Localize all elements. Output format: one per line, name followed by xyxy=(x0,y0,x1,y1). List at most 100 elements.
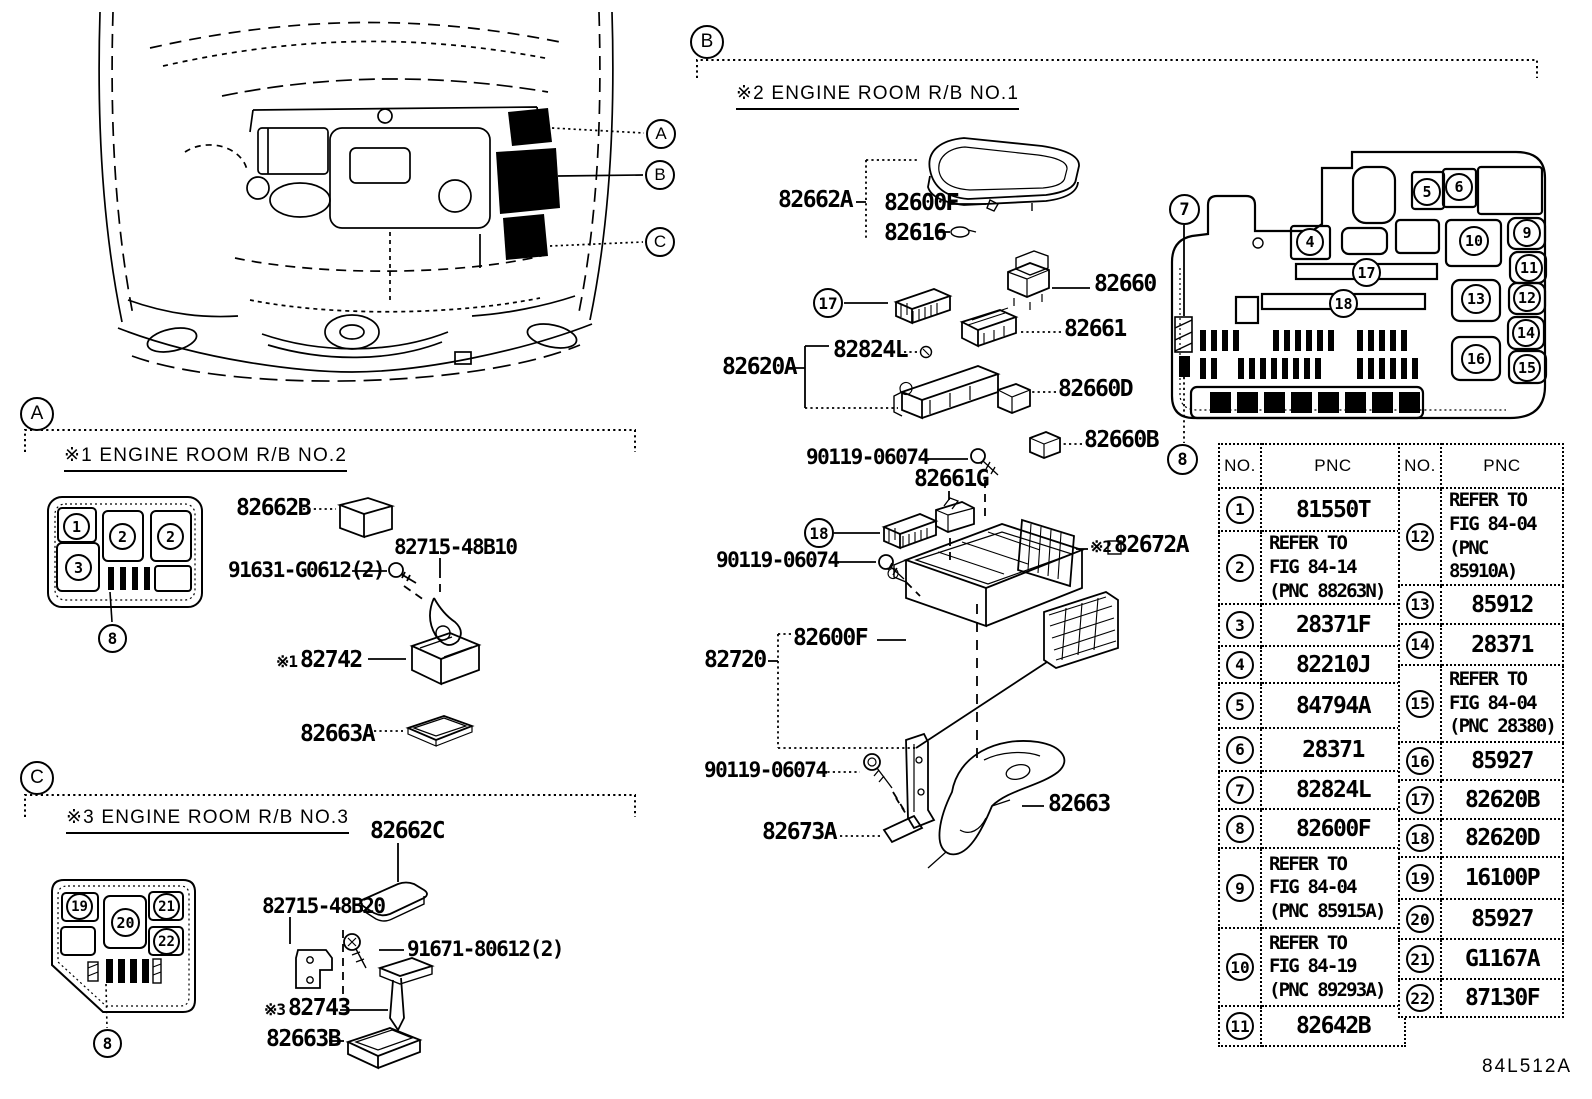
part-label-82672a: ※2 82672A xyxy=(1090,532,1190,558)
table-row: 14 28371 xyxy=(1398,623,1564,666)
row-pnc: 87130F xyxy=(1440,978,1564,1018)
row-no-circle: 9 xyxy=(1226,874,1254,903)
fusebox-circle-11: 11 xyxy=(1515,254,1543,282)
row-pnc: REFER TO FIG 84-04 (PNC 28380) xyxy=(1440,664,1564,743)
drawing-code: 84L512A xyxy=(1482,1056,1573,1077)
overview-callout-c: C xyxy=(645,227,675,257)
part-prefix-2: ※2 xyxy=(1090,537,1112,556)
table-row: 13 85912 xyxy=(1398,584,1564,625)
fusebox-circle-14: 14 xyxy=(1512,319,1540,347)
section-b-callout: B xyxy=(690,25,724,59)
row-pnc: 82642B xyxy=(1260,1005,1406,1048)
table-row: 20 85927 xyxy=(1398,898,1564,940)
panel-c-slot-22: 22 xyxy=(153,928,180,955)
row-pnc: 84794A xyxy=(1260,682,1406,730)
part-label-82662b: 82662B xyxy=(236,495,312,521)
row-no-circle: 2 xyxy=(1226,553,1254,582)
part-label-82661: 82661 xyxy=(1064,316,1127,342)
callout-circle-8: 8 xyxy=(1167,444,1198,475)
fusebox-circle-10: 10 xyxy=(1459,226,1489,256)
table-header-pnc-left: PNC xyxy=(1260,443,1406,489)
panel-c-leader-8: 8 xyxy=(93,1029,122,1058)
table-row: 10 REFER TO FIG 84-19 (PNC 89293A) xyxy=(1218,927,1406,1008)
overview-callout-a: A xyxy=(646,119,676,149)
part-label-82660b: 82660B xyxy=(1084,427,1160,453)
part-label-82720: 82720 xyxy=(704,647,767,673)
table-row: 11 82642B xyxy=(1218,1005,1406,1048)
fusebox-circle-15: 15 xyxy=(1513,354,1541,382)
row-pnc: 82620D xyxy=(1440,818,1564,858)
part-label-82600f: 82600F xyxy=(884,190,960,216)
part-label-82742: ※1 82742 xyxy=(276,649,363,672)
row-no-circle: 6 xyxy=(1226,735,1254,764)
table-row: 4 82210J xyxy=(1218,645,1406,685)
table-row: 8 82600F xyxy=(1218,808,1406,850)
table-row: 17 82620B xyxy=(1398,779,1564,820)
section-brackets xyxy=(24,59,1538,817)
part-label-90119-06074-3: 90119-06074 xyxy=(704,758,828,782)
section-c-parts-art xyxy=(289,843,435,1070)
panel-c-slot-20: 20 xyxy=(111,908,140,937)
row-no-circle: 13 xyxy=(1406,590,1434,619)
row-no-circle: 1 xyxy=(1226,495,1254,524)
callout-circle-7: 7 xyxy=(1169,194,1200,225)
panel-c-slot-21: 21 xyxy=(153,893,180,920)
part-label-91631-g0612: 91631-G0612(2) xyxy=(228,558,386,582)
table-row: 15 REFER TO FIG 84-04 (PNC 28380) xyxy=(1398,664,1564,743)
table-row: 7 82824L xyxy=(1218,770,1406,811)
part-label-82715-48b10: 82715-48B10 xyxy=(394,535,518,559)
row-no-circle: 20 xyxy=(1406,905,1434,933)
part-number-82672a: 82672A xyxy=(1114,532,1190,558)
pnc-table-right: NO. PNC 12 REFER TO FIG 84-04 (PNC 85910… xyxy=(1398,443,1564,1018)
row-pnc: REFER TO FIG 84-14 (PNC 88263N) xyxy=(1260,529,1406,606)
row-no-circle: 5 xyxy=(1226,691,1254,720)
part-label-82616: 82616 xyxy=(884,220,947,246)
panel-c-slot-19: 19 xyxy=(66,893,93,920)
row-no-circle: 10 xyxy=(1226,953,1254,982)
table-header-no-left: NO. xyxy=(1218,443,1262,489)
row-pnc: REFER TO FIG 84-04 (PNC 85910A) xyxy=(1440,487,1564,586)
overview-callout-b: B xyxy=(645,160,675,190)
relay-box-highlights xyxy=(496,108,560,260)
row-pnc: 85912 xyxy=(1440,584,1564,625)
row-pnc: 28371 xyxy=(1440,623,1564,666)
fusebox-circle-4: 4 xyxy=(1296,228,1324,256)
part-label-82743: ※3 82743 xyxy=(264,995,351,1021)
panel-a-art xyxy=(47,496,203,623)
part-label-82824l: 82824L xyxy=(833,337,909,363)
part-label-82673a: 82673A xyxy=(762,819,838,845)
part-label-90119-06074-1: 90119-06074 xyxy=(806,445,930,469)
panel-c-art xyxy=(51,879,196,1029)
part-label-82662a: 82662A xyxy=(778,187,854,213)
panel-a-leader-8: 8 xyxy=(98,624,127,653)
section-a-callout: A xyxy=(20,397,54,431)
row-no-circle: 17 xyxy=(1406,785,1434,814)
row-no-circle: 7 xyxy=(1226,776,1254,805)
row-pnc: 82600F xyxy=(1260,808,1406,850)
row-no-circle: 3 xyxy=(1226,611,1254,640)
row-pnc: REFER TO FIG 84-04 (PNC 85915A) xyxy=(1260,847,1406,930)
table-row: 21 G1167A xyxy=(1398,938,1564,980)
row-no-circle: 21 xyxy=(1406,945,1434,973)
row-no-circle: 19 xyxy=(1406,864,1434,892)
part-number-82743: 82743 xyxy=(288,995,351,1021)
table-row: 22 87130F xyxy=(1398,978,1564,1018)
part-label-82660d: 82660D xyxy=(1058,376,1134,402)
section-b-parts-art xyxy=(768,137,1185,869)
table-row: 9 REFER TO FIG 84-04 (PNC 85915A) xyxy=(1218,847,1406,930)
part-label-91671-80612: 91671-80612(2) xyxy=(407,937,565,961)
row-no-circle: 4 xyxy=(1226,650,1254,679)
part-label-90119-06074-2: 90119-06074 xyxy=(716,548,840,572)
part-label-82663b: 82663B xyxy=(266,1026,342,1052)
section-a-title: ※1 ENGINE ROOM R/B NO.2 xyxy=(64,444,348,472)
table-row: 3 28371F xyxy=(1218,603,1406,648)
fusebox-circle-12: 12 xyxy=(1513,284,1541,312)
part-label-82663: 82663 xyxy=(1048,791,1111,817)
part-label-82662c: 82662C xyxy=(370,818,446,844)
fusebox-circle-6: 6 xyxy=(1445,173,1473,201)
part-label-82661g: 82661G xyxy=(914,466,990,492)
row-no-circle: 15 xyxy=(1406,689,1434,718)
table-row: 18 82620D xyxy=(1398,818,1564,858)
